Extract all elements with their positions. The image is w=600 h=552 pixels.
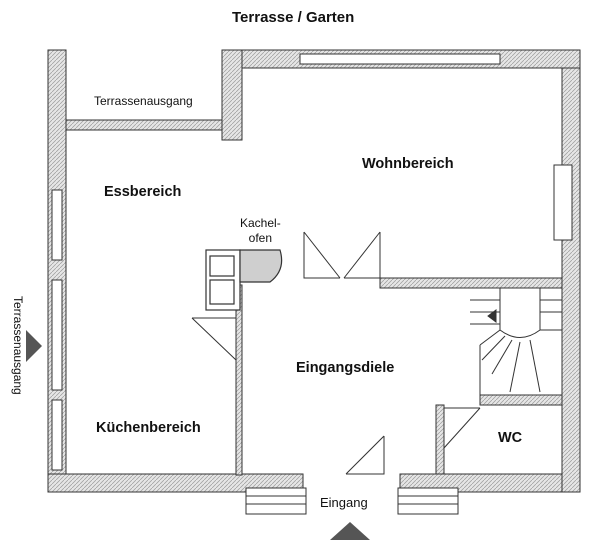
corner-wall [221, 49, 243, 141]
room-wohnbereich: Wohnbereich [362, 156, 454, 172]
room-wc: WC [498, 430, 523, 446]
wohn-diele-wall [379, 277, 563, 289]
bottom-wall-left [47, 473, 304, 493]
left-windows [51, 189, 63, 471]
label-terrassenausgang-top: Terrassenausgang [94, 94, 193, 108]
terrace-arrow-icon [26, 330, 42, 362]
room-kuechenbereich: Küchenbereich [96, 420, 201, 436]
terrace-wall [65, 119, 223, 131]
right-window [553, 164, 573, 241]
interior-walls [235, 277, 563, 476]
top-label: Terrasse / Garten [232, 9, 355, 26]
wc-wall [435, 404, 445, 475]
label-kachelofen-line2: ofen [248, 231, 273, 245]
label-terrassenausgang-side: Terrassenausgang [11, 296, 25, 395]
kachelofen [205, 249, 283, 311]
top-windows [299, 53, 501, 65]
right-wall [561, 49, 581, 493]
label-eingang: Eingang [320, 495, 368, 510]
room-eingangsdiele: Eingangsdiele [296, 360, 395, 376]
room-essbereich: Essbereich [104, 184, 182, 200]
label-kachelofen-line1: Kachel- [240, 216, 281, 230]
staircase [470, 287, 562, 395]
stair-wall [479, 394, 563, 406]
kitchen-partition [235, 284, 243, 476]
doors [191, 231, 481, 475]
entrance-steps [245, 487, 459, 515]
label-kachelofen: Kachel- ofen [240, 216, 281, 246]
entrance-arrow-icon [330, 522, 370, 540]
